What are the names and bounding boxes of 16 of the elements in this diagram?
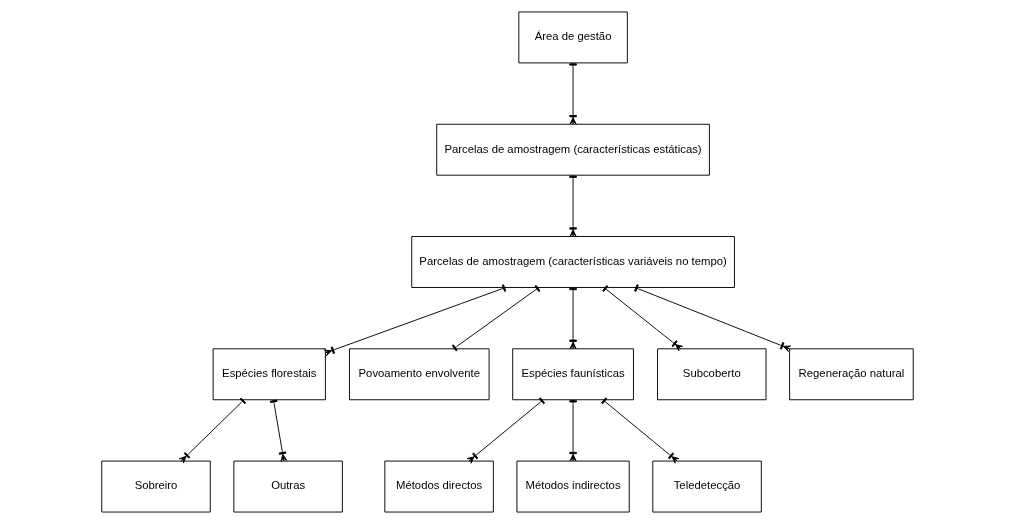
connector <box>269 399 288 462</box>
connector <box>602 285 684 352</box>
connector <box>601 397 680 464</box>
connector <box>466 397 546 464</box>
connector <box>178 397 247 464</box>
connector <box>634 284 792 352</box>
node-box: Métodos directos <box>384 460 494 513</box>
node-box: Métodos indirectos <box>516 460 630 513</box>
connector <box>569 174 577 237</box>
node-box: Subcoberto <box>657 348 767 401</box>
connector <box>323 284 507 357</box>
node-box: Teledetecção <box>652 460 762 513</box>
node-box: Sobreiro <box>101 460 211 513</box>
connector <box>451 284 541 352</box>
node-box: Outras <box>233 460 343 513</box>
node-box: Regeneração natural <box>789 348 914 401</box>
